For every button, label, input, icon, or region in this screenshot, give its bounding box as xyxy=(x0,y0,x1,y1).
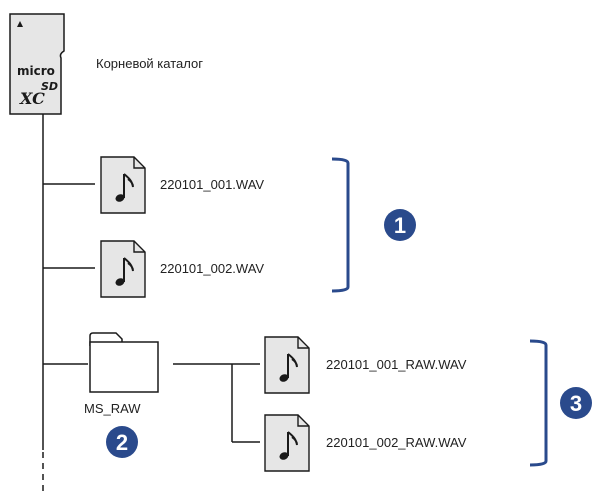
callout-1-number: 1 xyxy=(394,213,406,238)
callout-2-number: 2 xyxy=(116,430,128,455)
root-label: Корневой каталог xyxy=(96,56,203,71)
folder-icon xyxy=(89,332,159,393)
raw-file-label-1: 220101_001_RAW.WAV xyxy=(326,357,467,372)
callout-3-badge: 3 xyxy=(560,387,592,419)
file-label-2: 220101_002.WAV xyxy=(160,261,265,276)
callout-2-badge: 2 xyxy=(106,426,138,458)
raw-file-label-2: 220101_002_RAW.WAV xyxy=(326,435,467,450)
bracket-group-3 xyxy=(529,339,548,467)
folder-label: MS_RAW xyxy=(84,401,141,416)
music-note-file-icon xyxy=(264,336,310,394)
card-logo-line1: micro xyxy=(17,64,55,78)
card-logo-line2: SD xyxy=(41,80,58,93)
tree-lines xyxy=(42,114,260,496)
music-note-file-icon xyxy=(100,156,146,214)
bracket-group-1 xyxy=(331,157,350,293)
callout-1-badge: 1 xyxy=(384,209,416,241)
microsd-card-icon: micro SD XC xyxy=(9,13,65,115)
music-note-file-icon xyxy=(100,240,146,298)
card-logo-line3: XC xyxy=(19,89,45,108)
callout-3-number: 3 xyxy=(570,391,582,416)
file-label-1: 220101_001.WAV xyxy=(160,177,265,192)
music-note-file-icon xyxy=(264,414,310,472)
